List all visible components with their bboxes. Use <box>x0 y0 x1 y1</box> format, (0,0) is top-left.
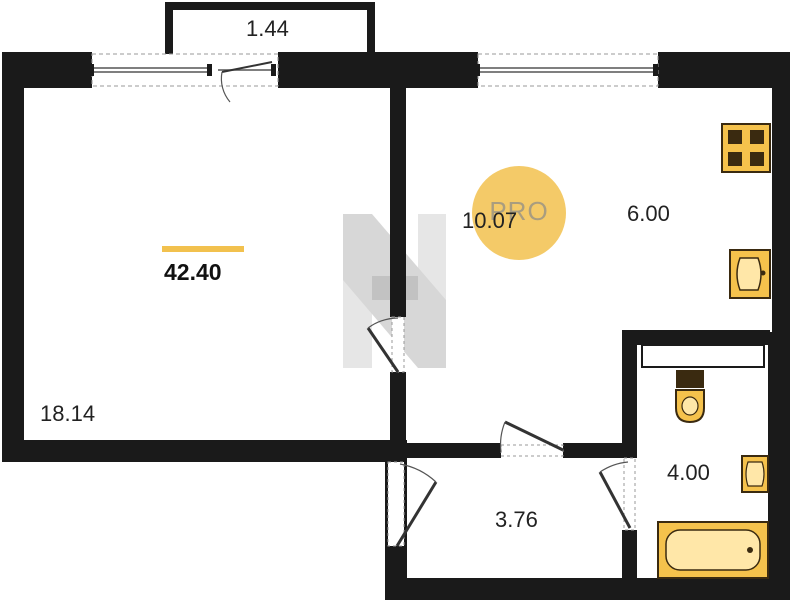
toilet-icon <box>675 370 705 424</box>
kitchen-zone-area-label: 6.00 <box>627 201 670 226</box>
bathroom-area-label: 4.00 <box>667 460 710 485</box>
balcony-door <box>218 61 276 103</box>
door-kitchen <box>499 420 564 457</box>
shower-tray <box>641 344 765 368</box>
door-entrance <box>387 461 438 547</box>
hallway-area-label: 3.76 <box>495 507 538 532</box>
stove-icon <box>721 123 771 173</box>
kitchen-area-label: 10.07 <box>462 208 518 233</box>
total-area-bar <box>162 246 244 252</box>
door-living-room <box>366 316 405 373</box>
bathtub-icon <box>657 521 769 579</box>
balcony-outline <box>165 2 375 54</box>
total-area-label: 42.40 <box>164 259 222 285</box>
door-bathroom <box>598 457 636 531</box>
window-kitchen <box>475 53 659 87</box>
pro-badge <box>472 166 566 260</box>
balcony-area-label: 1.44 <box>246 16 289 41</box>
pro-badge-text: PRO <box>489 196 549 226</box>
bath-sink-icon <box>741 455 769 493</box>
kitchen-sink-icon <box>729 249 771 299</box>
living-room-area-label: 18.14 <box>40 401 96 426</box>
inner-walls <box>390 85 770 580</box>
